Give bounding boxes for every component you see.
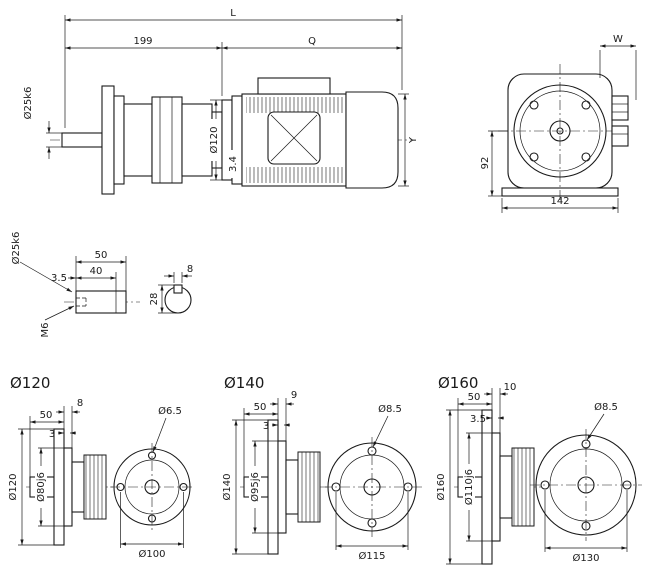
dim-50-label: 50 (254, 402, 267, 413)
flange-120-dimensions: 50 8 3 Ø120 Ø80j6 (7, 398, 83, 546)
dim-pilot-label: Ø80j6 (35, 472, 47, 502)
output-shaft (61, 132, 103, 148)
keyway (173, 284, 183, 294)
cover-screw (529, 100, 539, 110)
cover-screw (529, 152, 539, 162)
dim-40-label: 40 (90, 266, 103, 277)
flange-140-hub (285, 459, 299, 515)
flange-120-spigot (63, 447, 73, 527)
flange-120-gear-section (83, 454, 107, 520)
dim-thickness-label: 8 (77, 398, 83, 409)
flange-120-front-view: Ø6.5 Ø100 (110, 405, 194, 560)
flange-140-dimensions: 50 9 3 Ø140 Ø95j6 (221, 390, 297, 555)
dim-y-label: Y (408, 136, 419, 144)
flange-160-gear-section (511, 447, 535, 527)
dim-hole-label: Ø8.5 (378, 403, 402, 415)
dim-shaft-dia-label: Ø25k6 (22, 87, 34, 120)
dim-3-5-label: 3.5 (51, 273, 67, 284)
dim-3-4-label: 3.4 (228, 156, 239, 172)
flange-variant-140: Ø140 50 9 3 Ø140 Ø95j6 (221, 374, 422, 562)
flange-140-front-view: Ø8.5 Ø115 (322, 403, 422, 562)
dim-142-label: 142 (550, 196, 569, 207)
dim-outer-label: Ø160 (435, 474, 447, 501)
flange-160-front-view: Ø8.5 Ø130 (530, 401, 642, 564)
front-view-dimensions: W 92 142 (480, 34, 637, 213)
dim-housing-dia-label: Ø120 (208, 127, 220, 154)
dim-50-label: 50 (468, 392, 481, 403)
motor-fins-top (246, 97, 344, 113)
dim-outer-label: Ø120 (7, 474, 19, 501)
dim-l-label: L (230, 8, 236, 19)
dim-hole-label: Ø6.5 (158, 405, 182, 417)
dim-bolt-circle-label: Ø115 (359, 550, 386, 562)
dim-thickness-label: 10 (504, 382, 517, 393)
flange-plate (113, 95, 125, 185)
flange-140-spigot (277, 440, 287, 534)
dim-hole-label: Ø8.5 (594, 401, 618, 413)
dim-pilot-label: Ø95j6 (249, 472, 261, 502)
dim-outer-label: Ø140 (221, 474, 233, 501)
nameplate-diagonal (270, 114, 318, 162)
output-flange (101, 85, 115, 195)
flange-120-title: Ø120 (10, 374, 50, 392)
dim-28-label: 28 (149, 293, 160, 306)
main-view-dimensions: L 199 Q Ø25k6 Ø120 3.4 Y (22, 8, 419, 187)
dim-q-label: Q (308, 36, 316, 47)
shaft-detail-dimensions: 50 40 3.5 Ø25k6 M6 (10, 232, 127, 338)
flange-160-hub (499, 455, 513, 519)
dim-thickness-label: 9 (291, 390, 297, 401)
dim-depth-label: 3 (263, 421, 269, 432)
key-section-view: 8 28 (149, 264, 193, 314)
dim-50-label: 50 (95, 250, 108, 261)
shaft-detail-view: 50 40 3.5 Ø25k6 M6 (10, 232, 140, 338)
dim-50-label: 50 (40, 410, 53, 421)
motor-fins-bottom (246, 167, 344, 183)
cover-screw (581, 152, 591, 162)
flange-120-hub (71, 461, 85, 513)
flange-140-title: Ø140 (224, 374, 264, 392)
gearbox-housing (123, 96, 223, 184)
terminal-box-side (611, 95, 629, 147)
flange-variant-160: Ø160 50 10 3.5 Ø160 Ø110j6 (435, 374, 642, 565)
flange-160-title: Ø160 (438, 374, 478, 392)
flange-160-spigot (491, 432, 501, 542)
dim-bolt-circle-label: Ø100 (139, 548, 166, 560)
key-section-dimensions: 8 28 (149, 264, 193, 314)
dim-w-label: W (613, 34, 623, 45)
flange-140-gear-section (297, 451, 321, 523)
dim-dia-label: Ø25k6 (10, 232, 22, 265)
dim-8-label: 8 (187, 264, 193, 275)
dim-depth-label: 3 (49, 429, 55, 440)
motor (241, 77, 399, 189)
shaft-detail-body (75, 290, 127, 314)
dim-199-label: 199 (133, 36, 152, 47)
dim-depth-label: 3.5 (470, 414, 486, 425)
dim-pilot-label: Ø110j6 (463, 469, 475, 505)
dim-bolt-circle-label: Ø130 (573, 552, 600, 564)
cover-screw (581, 100, 591, 110)
flange-140-plate (267, 419, 279, 555)
dim-92-label: 92 (480, 157, 491, 170)
terminal-box (257, 77, 331, 95)
fan-cover (345, 91, 399, 189)
motor-front-view: W 92 142 (480, 34, 637, 213)
flange-160-dimensions: 50 10 3.5 Ø160 Ø110j6 (435, 382, 517, 565)
assembly-side-view: L 199 Q Ø25k6 Ø120 3.4 Y (22, 8, 419, 195)
thread-label: M6 (40, 323, 51, 338)
flange-120-plate (53, 428, 65, 546)
flange-variant-120: Ø120 50 8 3 Ø120 Ø80j6 (7, 374, 194, 560)
